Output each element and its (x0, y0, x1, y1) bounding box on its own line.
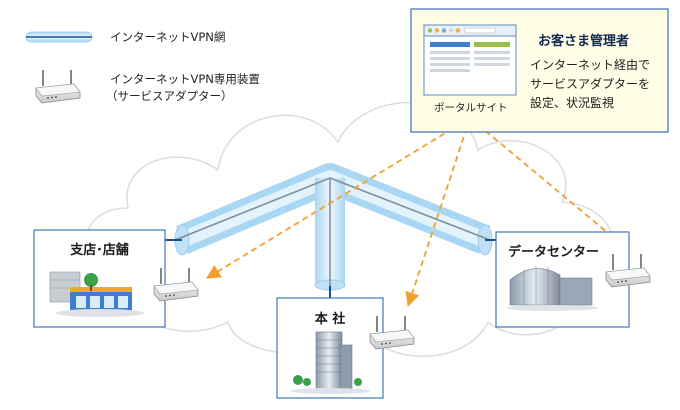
vpn-network (165, 163, 496, 298)
legend-device-label-line2: （サービスアダプター） (106, 89, 233, 103)
management-desc-line3: 設定、状況監視 (530, 96, 615, 110)
datacenter-building-icon (506, 266, 598, 311)
management-arrows (205, 117, 626, 307)
portal-site-label: ポータルサイト (434, 102, 508, 114)
legend-vpn-line (25, 31, 93, 43)
headquarters-title: 本 社 (314, 312, 346, 327)
management-desc-line2: サービスアダプターを (530, 77, 651, 91)
arrow-to-datacenter (469, 117, 626, 248)
arrow-to-branch (205, 117, 471, 279)
headquarters-building-icon (290, 331, 370, 394)
branch-title: 支店･店舗 (70, 243, 129, 258)
arrow-to-headquarters (405, 117, 471, 307)
management-desc-line1: インターネット経由で (530, 58, 651, 72)
legend-device-label-line1: インターネットVPN専用装置 (110, 72, 260, 86)
portal-window-icon (423, 24, 517, 96)
management-title: お客さま管理者 (538, 34, 630, 49)
legend-device-icon (35, 69, 81, 104)
legend-vpn-label: インターネットVPN網 (110, 30, 226, 44)
branch-building-icon (49, 271, 144, 317)
datacenter-title: データセンター (507, 245, 599, 260)
